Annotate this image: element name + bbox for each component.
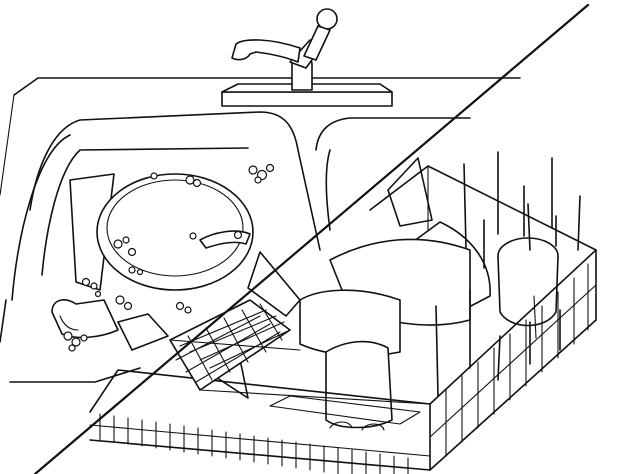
sink-icon xyxy=(0,111,471,383)
faucet-icon xyxy=(221,8,393,107)
pot-icon xyxy=(51,173,254,351)
diagonal-divider-icon xyxy=(33,3,590,474)
soap-bubbles xyxy=(63,163,275,352)
dishwasher-rack-icon xyxy=(89,151,597,474)
sink-scene xyxy=(0,8,521,383)
